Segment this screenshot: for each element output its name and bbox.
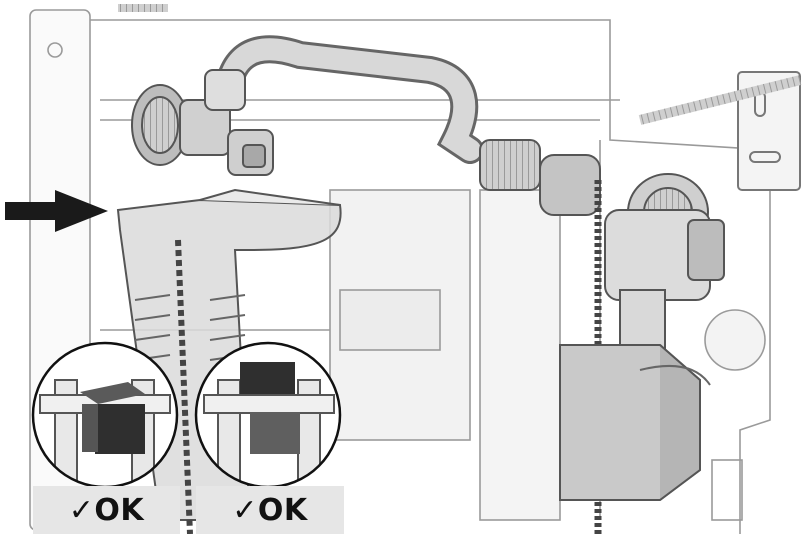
- supply-hose: [216, 35, 484, 164]
- ok-label-left: ✓OK: [33, 486, 180, 534]
- slot-ladder: [134, 294, 246, 361]
- threaded-rod: [118, 4, 802, 125]
- right-arrow-icon: [5, 190, 108, 232]
- angle-valve: [131, 69, 274, 176]
- block-on-rail-detail: [194, 341, 342, 489]
- fill-valve: [479, 139, 725, 534]
- block-on-rail-detail: [31, 341, 179, 489]
- ok-label-right: ✓OK: [196, 486, 344, 534]
